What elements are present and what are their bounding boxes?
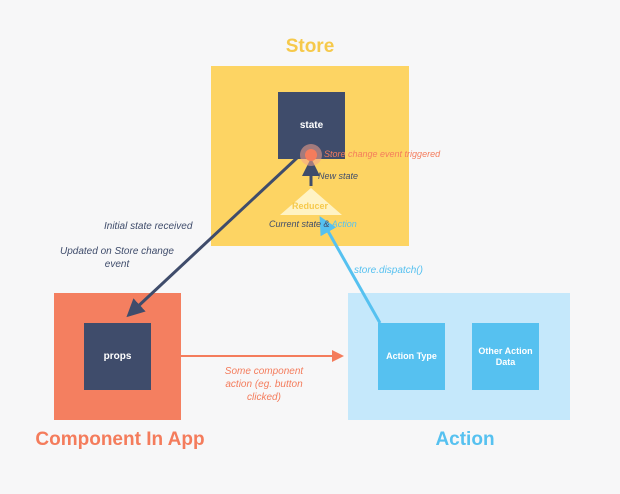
reducer-triangle	[280, 188, 342, 215]
other-action-data-box: Other Action Data	[472, 323, 539, 390]
store-title: Store	[285, 36, 335, 57]
dispatch-arrow	[319, 216, 382, 324]
component-title: Component In App	[35, 429, 205, 450]
dispatch-label: store.dispatch()	[354, 265, 423, 276]
reducer-input-label: Current state & Action	[269, 219, 357, 229]
store-to-props-arrow	[126, 155, 300, 318]
reducer-label: Reducer	[291, 201, 328, 211]
new-state-label: New state	[318, 171, 359, 181]
updated-label: Updated on Store change event	[60, 246, 174, 270]
reducer-input-prefix: Current state &	[269, 219, 332, 229]
component-action-label: Some component action (eg. button clicke…	[224, 366, 304, 403]
change-event-dot	[305, 149, 317, 161]
action-type-box: Action Type	[378, 323, 445, 390]
action-title: Action	[435, 429, 495, 450]
reducer-input-action: Action	[331, 219, 357, 229]
props-box: props	[84, 323, 151, 390]
store-change-label: Store change event triggered	[324, 149, 441, 159]
initial-state-label: Initial state received	[104, 221, 193, 232]
